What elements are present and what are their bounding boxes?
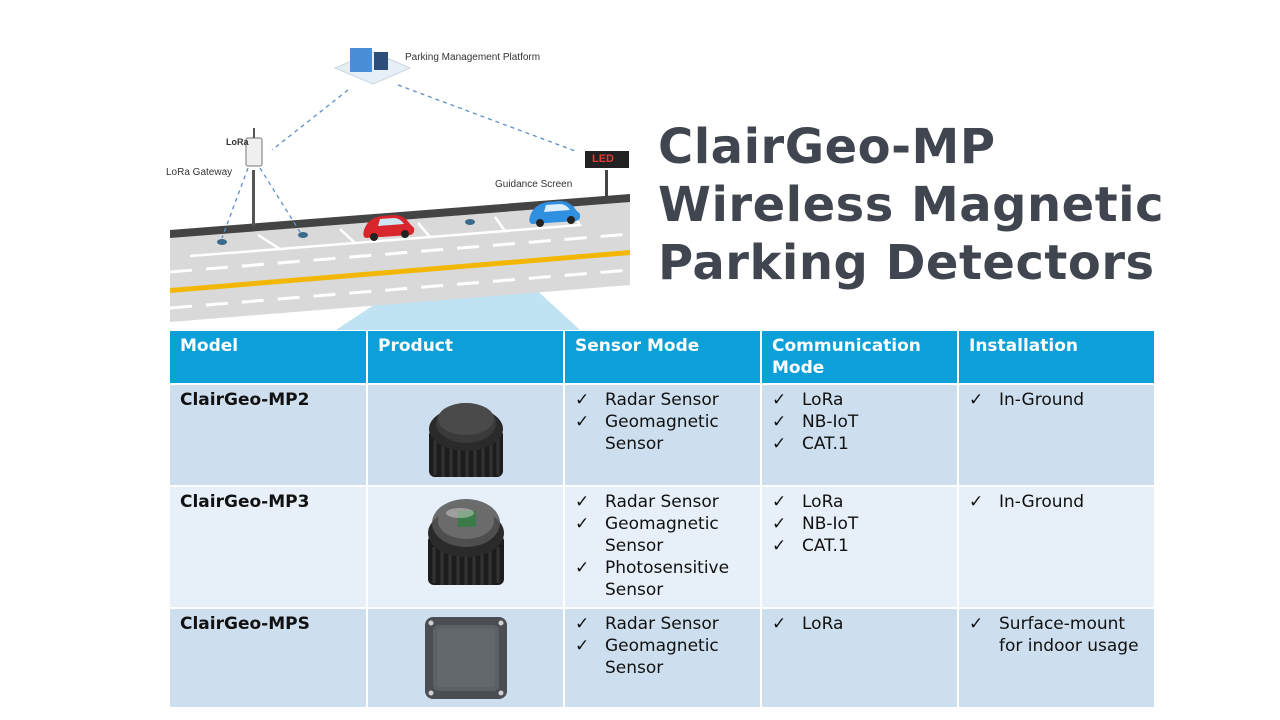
sensor-cell: ✓Radar Sensor ✓Geomagnetic Sensor xyxy=(564,384,762,487)
check-icon: ✓ xyxy=(575,390,590,410)
header-model: Model xyxy=(170,331,368,385)
check-icon: ✓ xyxy=(575,492,590,512)
header-sensor-mode: Sensor Mode xyxy=(564,331,762,385)
product-cell xyxy=(367,486,565,609)
header-communication-mode: Communication Mode xyxy=(761,331,959,385)
sensor-cell: ✓Radar Sensor ✓Geomagnetic Sensor xyxy=(564,608,762,709)
check-icon: ✓ xyxy=(575,558,590,578)
check-icon: ✓ xyxy=(575,514,590,534)
check-item: ✓In-Ground xyxy=(969,390,1085,410)
guidance-label: Guidance Screen xyxy=(495,179,573,190)
model-cell: ClairGeo-MP2 xyxy=(170,384,368,487)
road-yellow-line xyxy=(170,250,630,293)
page-title: ClairGeo-MP Wireless Magnetic Parking De… xyxy=(658,118,1258,292)
parking-scene xyxy=(169,48,631,330)
ground-sensors xyxy=(217,219,475,245)
gateway-label: LoRa Gateway xyxy=(166,167,233,178)
check-item: ✓NB-IoT xyxy=(772,412,859,432)
table-row: ClairGeo-MPS ✓Radar Sensor xyxy=(170,608,1154,709)
check-item: ✓CAT.1 xyxy=(772,434,849,454)
check-item: ✓Radar Sensor xyxy=(575,614,719,634)
check-icon: ✓ xyxy=(575,412,590,432)
check-icon: ✓ xyxy=(772,434,787,454)
network-links xyxy=(221,84,579,239)
blue-car xyxy=(529,201,581,227)
check-item: ✓NB-IoT xyxy=(772,514,859,534)
product-cell xyxy=(367,608,565,709)
check-item: ✓CAT.1 xyxy=(772,536,849,556)
table-row: ClairGeo-MP3 xyxy=(170,486,1154,609)
check-item: ✓LoRa xyxy=(772,390,844,410)
check-item: ✓Geomagnetic Sensor xyxy=(575,636,719,678)
check-item: ✓Geomagnetic Sensor xyxy=(575,514,719,556)
check-icon: ✓ xyxy=(772,492,787,512)
model-cell: ClairGeo-MP3 xyxy=(170,486,368,609)
check-icon: ✓ xyxy=(969,492,984,512)
check-icon: ✓ xyxy=(772,536,787,556)
check-item: ✓Radar Sensor xyxy=(575,492,719,512)
road-dash-line-2 xyxy=(169,268,631,310)
title-line-3: Parking Detectors xyxy=(658,235,1155,291)
check-item: ✓Radar Sensor xyxy=(575,390,719,410)
install-cell: ✓In-Ground xyxy=(958,384,1154,487)
title-line-2: Wireless Magnetic xyxy=(658,177,1165,233)
lora-gateway xyxy=(245,128,263,226)
table-row: ClairGeo-MP2 xyxy=(170,384,1154,487)
comm-cell: ✓LoRa xyxy=(761,608,959,709)
table-header-row: Model Product Sensor Mode Communication … xyxy=(170,331,1154,385)
road-dash-line xyxy=(169,232,631,274)
red-car xyxy=(363,215,415,241)
mps-product-image xyxy=(424,617,507,699)
check-icon: ✓ xyxy=(969,390,984,410)
install-cell: ✓Surface-mount for indoor usage xyxy=(958,608,1154,709)
check-item: ✓Surface-mount for indoor usage xyxy=(969,614,1139,656)
check-icon: ✓ xyxy=(772,614,787,634)
check-item: ✓LoRa xyxy=(772,492,844,512)
comm-cell: ✓LoRa ✓NB-IoT ✓CAT.1 xyxy=(761,384,959,487)
check-icon: ✓ xyxy=(575,636,590,656)
platform-icon xyxy=(333,48,412,85)
parking-system-illustration: Parking Management Platform LoRa Gateway… xyxy=(160,30,640,330)
mp3-product-image xyxy=(427,499,504,585)
header-product: Product xyxy=(367,331,565,385)
product-cell xyxy=(367,384,565,487)
install-cell: ✓In-Ground xyxy=(958,486,1154,609)
check-icon: ✓ xyxy=(772,390,787,410)
check-icon: ✓ xyxy=(772,412,787,432)
comm-cell: ✓LoRa ✓NB-IoT ✓CAT.1 xyxy=(761,486,959,609)
check-item: ✓Geomagnetic Sensor xyxy=(575,412,719,454)
check-item: ✓LoRa xyxy=(772,614,844,634)
led-text: LED xyxy=(592,153,614,165)
sensor-cell: ✓Radar Sensor ✓Geomagnetic Sensor ✓Photo… xyxy=(564,486,762,609)
product-table: Model Product Sensor Mode Communication … xyxy=(170,331,1154,709)
gateway-tag: LoRa xyxy=(226,137,249,147)
mp2-product-image xyxy=(428,403,503,477)
check-item: ✓Photosensitive Sensor xyxy=(575,558,730,600)
check-icon: ✓ xyxy=(575,614,590,634)
title-line-1: ClairGeo-MP xyxy=(658,119,996,175)
guidance-screen xyxy=(585,151,629,200)
model-cell: ClairGeo-MPS xyxy=(170,608,368,709)
platform-label: Parking Management Platform xyxy=(405,52,541,63)
check-icon: ✓ xyxy=(969,614,984,634)
check-item: ✓In-Ground xyxy=(969,492,1085,512)
check-icon: ✓ xyxy=(772,514,787,534)
header-installation: Installation xyxy=(958,331,1154,385)
